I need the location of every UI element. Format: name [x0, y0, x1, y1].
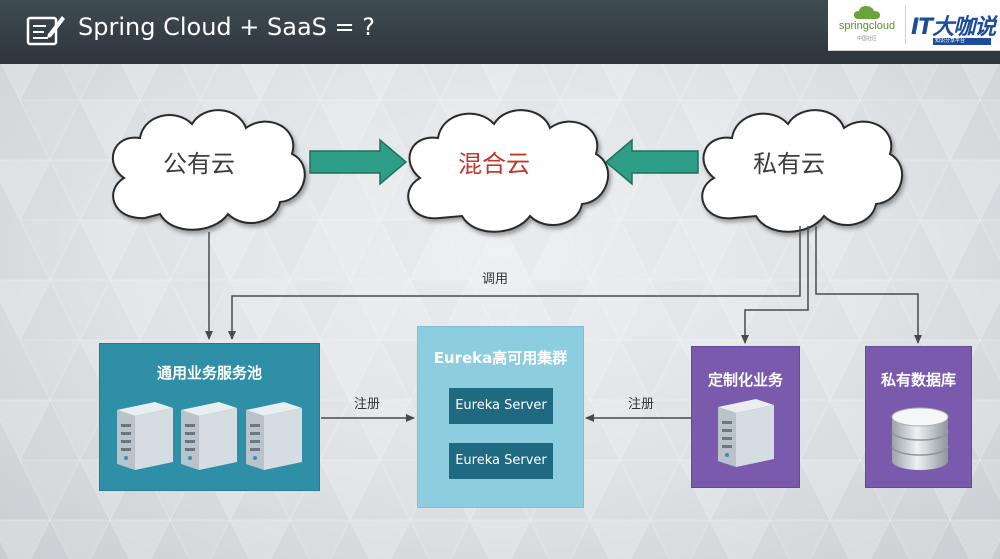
private-cloud [701, 109, 904, 233]
public-cloud-label: 公有云 [163, 150, 235, 178]
server-icon [246, 402, 302, 470]
database-icon [891, 407, 949, 470]
private-to-hybrid-arrow [604, 138, 699, 186]
slide-title: Spring Cloud + SaaS = ? [78, 13, 375, 41]
custom-business-box: 定制化业务 [691, 346, 800, 488]
server-icons [117, 402, 302, 470]
logo-divider [905, 6, 906, 44]
public-to-hybrid-arrow [309, 138, 408, 186]
eureka-server-node-1: Eureka Server [449, 388, 553, 424]
eureka-cluster-title: Eureka高可用集群 [433, 349, 568, 367]
hybrid-cloud-label: 混合云 [458, 150, 530, 178]
server-icon [117, 402, 173, 470]
itdks-logo-text: IT大咖说 [911, 15, 996, 40]
register-left-label: 注册 [354, 397, 380, 412]
private-cloud-label: 私有云 [753, 150, 825, 178]
service-pool-box: 通用业务服务池 [99, 343, 320, 491]
call-connector [228, 226, 801, 340]
server-icon-wrap [718, 399, 774, 467]
hybrid-cloud [407, 109, 610, 233]
edit-note-icon [26, 16, 65, 46]
logo-strip: springcloud 中国社区 IT大咖说 知识分享平台 [828, 0, 1000, 51]
private-db-box: 私有数据库 [865, 346, 972, 488]
itdks-logo: IT大咖说 知识分享平台 [911, 3, 997, 47]
private-db-title: 私有数据库 [880, 371, 956, 389]
private-to-db-connector [815, 226, 922, 344]
cloud-logo-icon [854, 6, 880, 19]
private-to-custom-connector [741, 226, 809, 344]
itdks-logo-sub: 知识分享平台 [935, 38, 966, 44]
spring-cloud-logo-text: springcloud [838, 20, 896, 32]
call-label: 调用 [482, 272, 508, 287]
register-right-label: 注册 [628, 397, 654, 412]
eureka-server-node-2: Eureka Server [449, 443, 553, 479]
spring-cloud-logo: springcloud 中国社区 [834, 3, 900, 47]
custom-business-title: 定制化业务 [707, 371, 783, 389]
service-pool-title: 通用业务服务池 [156, 364, 262, 382]
spring-cloud-logo-sub: 中国社区 [856, 36, 877, 42]
itdks-logo-bar: 知识分享平台 [933, 38, 991, 45]
eureka-cluster-box: Eureka高可用集群 Eureka Server Eureka Server [417, 326, 584, 508]
public-cloud [111, 109, 306, 231]
server-icon [718, 399, 774, 467]
server-icon [181, 402, 237, 470]
